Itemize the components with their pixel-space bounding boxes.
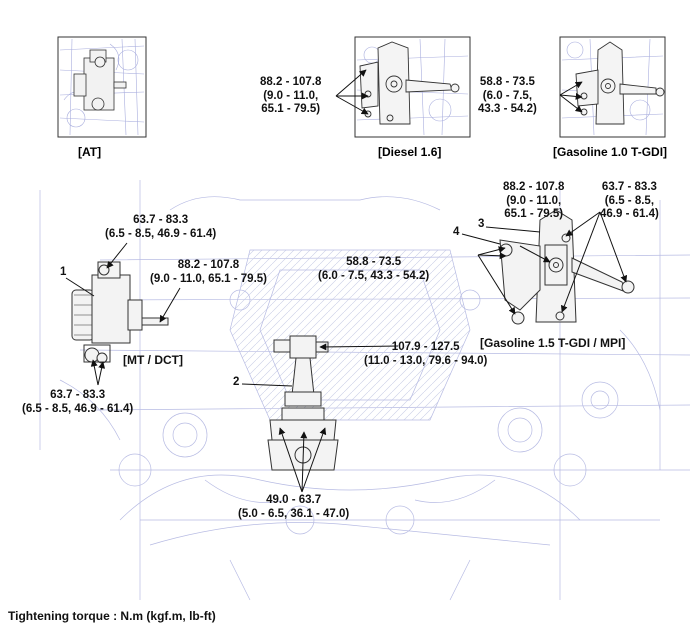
leader-arrows (65, 69, 628, 493)
mt-dct-mount (71, 261, 169, 364)
callout-4: 4 (453, 226, 460, 238)
torque-mt-bottom: 63.7 - 83.3 (6.5 - 8.5, 46.9 - 61.4) (22, 389, 134, 415)
caption-mt-dct: [MT / DCT] (123, 353, 183, 367)
torque-roll-rod-bottom: 49.0 - 63.7 (5.0 - 6.5, 36.1 - 47.0) (238, 494, 350, 520)
subframe-drawing (39, 180, 691, 601)
callout-1: 1 (60, 266, 67, 278)
inset-diesel (354, 36, 471, 138)
torque-roll-rod-right: 107.9 - 127.5 (11.0 - 13.0, 79.6 - 94.0) (364, 341, 488, 367)
inset-gasoline-10 (559, 36, 666, 138)
caption-diesel: [Diesel 1.6] (378, 145, 441, 159)
callout-2: 2 (233, 376, 240, 388)
torque-mt-top: 63.7 - 83.3 (6.5 - 8.5, 46.9 - 61.4) (105, 214, 217, 240)
torque-gasoline-10: 58.8 - 73.5 (6.0 - 7.5, 43.3 - 54.2) (478, 76, 537, 115)
gasoline-15-mount (499, 209, 635, 325)
caption-at: [AT] (78, 145, 101, 159)
torque-g15-b: 63.7 - 83.3 (6.5 - 8.5, 46.9 - 61.4) (600, 181, 659, 220)
caption-gasoline-15: [Gasoline 1.5 T-GDI / MPI] (480, 336, 626, 350)
inset-at (57, 36, 147, 138)
torque-g15-c: 58.8 - 73.5 (6.0 - 7.5, 43.3 - 54.2) (318, 256, 430, 282)
footer-torque-units: Tightening torque : N.m (kgf.m, lb-ft) (8, 609, 216, 623)
torque-mt-mid: 88.2 - 107.8 (9.0 - 11.0, 65.1 - 79.5) (150, 259, 267, 285)
torque-g15-a: 88.2 - 107.8 (9.0 - 11.0, 65.1 - 79.5) (503, 181, 565, 220)
caption-gasoline-10: [Gasoline 1.0 T-GDI] (553, 145, 667, 159)
callout-3: 3 (478, 218, 485, 230)
torque-diesel: 88.2 - 107.8 (9.0 - 11.0, 65.1 - 79.5) (260, 76, 322, 115)
